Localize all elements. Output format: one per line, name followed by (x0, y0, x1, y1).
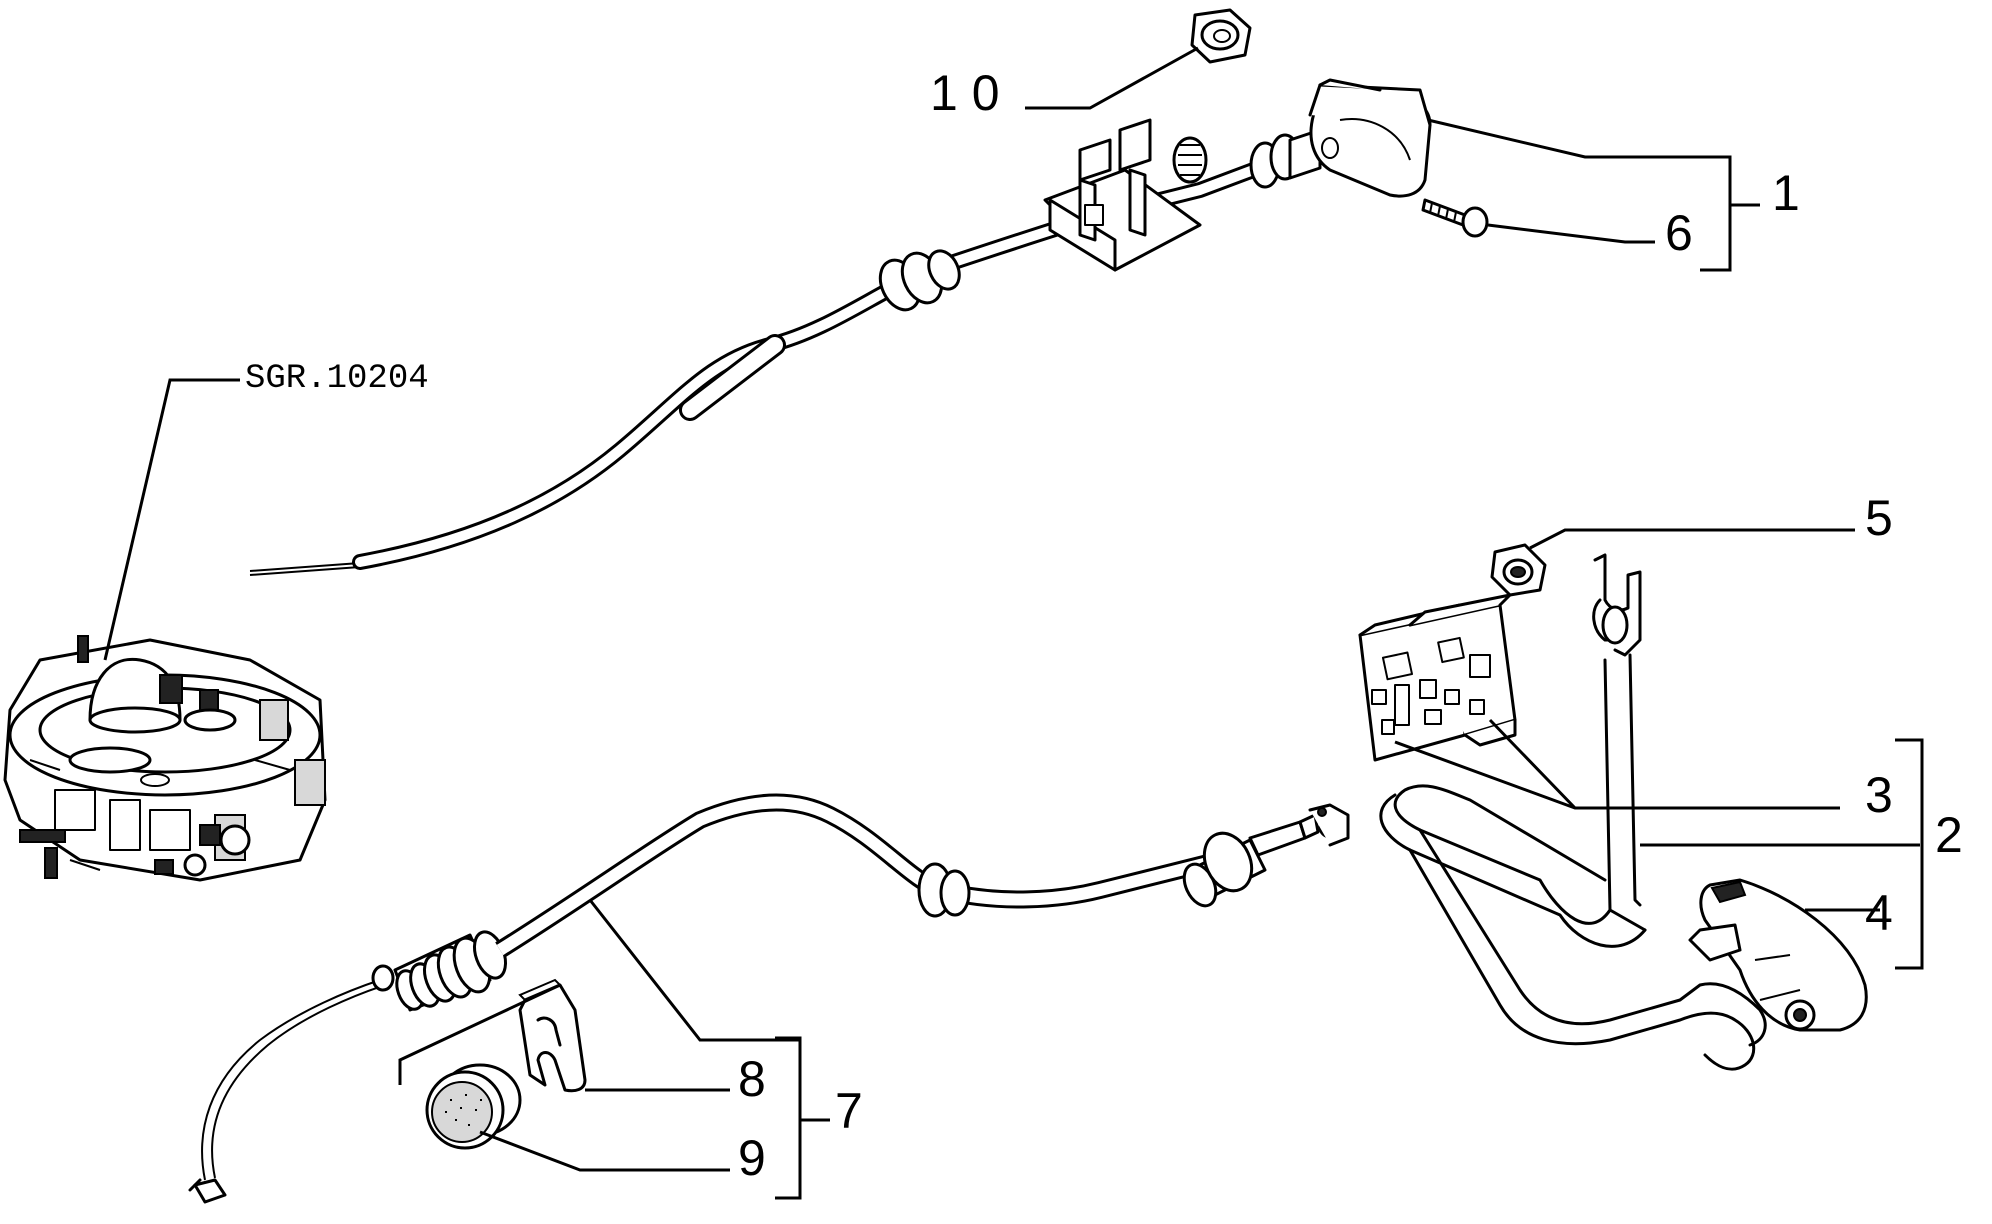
callout-8: 8 (738, 1051, 766, 1107)
choke-cable-assembly (249, 78, 1432, 576)
callout-2: 2 (1935, 807, 1963, 863)
hex-nut-part-5 (1490, 543, 1547, 597)
cable-ferrule (1249, 128, 1322, 189)
labels: SGR.10204 1 0 1 6 5 3 2 4 8 7 9 (245, 65, 1963, 1186)
cable-knurled-nut (1172, 136, 1208, 184)
cable-mounting-bracket (1043, 118, 1202, 272)
cable-wire-tip (249, 562, 361, 572)
bottom-cable-grommet (917, 862, 971, 918)
callout-10: 1 0 (930, 65, 1000, 121)
pedal-pad-part-3 (1358, 593, 1517, 762)
hex-nut-part-10 (1190, 8, 1252, 64)
callout-9: 9 (738, 1130, 766, 1186)
grommet-part-9 (425, 1063, 522, 1150)
accelerator-pedal-lever (1379, 553, 1767, 1071)
cable-end-fitting (1182, 803, 1350, 908)
leader-lines (103, 46, 1924, 1200)
callout-5: 5 (1865, 490, 1893, 546)
reference-code-label: SGR.10204 (245, 360, 429, 398)
pedal-clip-part-4 (1688, 878, 1868, 1032)
callout-6: 6 (1665, 205, 1693, 261)
cable-clip-part-8 (518, 978, 587, 1093)
top-cable-grommet (878, 249, 961, 312)
callout-1: 1 (1772, 165, 1800, 221)
accelerator-cable-assembly (188, 793, 1350, 1204)
carburetor (3, 635, 327, 882)
screw-part-6 (1421, 198, 1489, 238)
callout-4: 4 (1865, 885, 1893, 941)
callout-7: 7 (835, 1083, 863, 1139)
cable-end-connector (188, 1178, 227, 1204)
callout-3: 3 (1865, 767, 1893, 823)
choke-pull-handle (1308, 78, 1432, 198)
cable-bellows (393, 930, 508, 1012)
